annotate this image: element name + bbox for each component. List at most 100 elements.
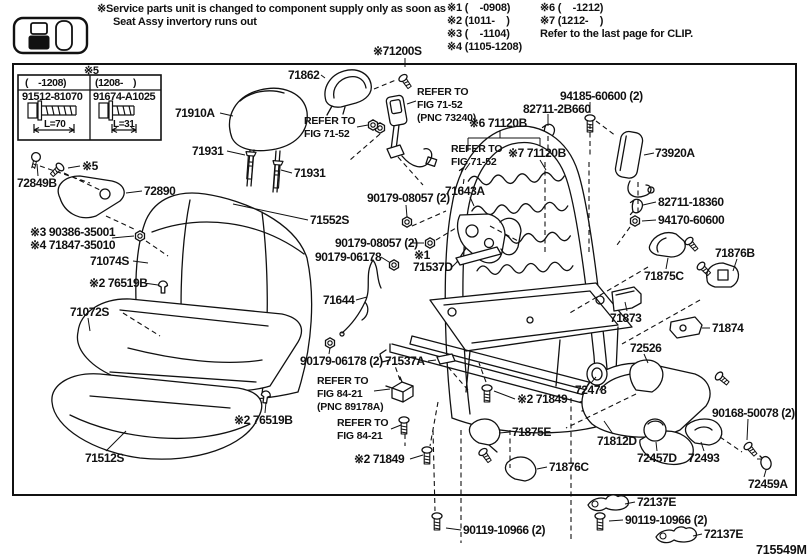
nut-icon	[629, 215, 641, 227]
part-label-71874: 71874	[712, 321, 744, 335]
recliner-cover-71875c-drawing	[648, 231, 686, 258]
part-label-90119-10966-1: 90119-10966 (2)	[625, 513, 708, 527]
harness-connector-89178a-drawing	[385, 376, 414, 403]
bolt-drawing-l31	[98, 100, 137, 134]
part-label-90386-35001: ※3 90386-35001	[30, 225, 116, 239]
belt-buckle-drawing	[385, 94, 438, 168]
bolt-drawing-l70	[27, 100, 77, 134]
part-label-71120b-7: ※7 71120B	[508, 146, 566, 160]
spec-note-2: ※2 (1011- )	[447, 15, 510, 27]
bolt-table-title: ※5	[84, 65, 99, 77]
part-label-71120b-6: ※6 71120B	[469, 116, 527, 130]
part-label-72849b: 72849B	[17, 176, 57, 190]
part-label-71875c: 71875C	[644, 269, 684, 283]
part-label-mark5: ※5	[82, 159, 98, 173]
hinge-cover-71875e-drawing	[468, 418, 501, 453]
headrest-bracket-71862-drawing	[324, 69, 372, 116]
part-label-72526: 72526	[630, 341, 662, 355]
bolt-icon	[431, 512, 443, 531]
part-label-71643a: 71643A	[445, 184, 485, 198]
part-label-71644: 71644	[323, 293, 355, 307]
nut-icon	[401, 216, 413, 228]
refer-note-fig84-21: REFER TO FIG 84-21	[337, 417, 389, 443]
figure-code: 715549M	[756, 543, 807, 557]
flag-bracket-71537a-drawing	[436, 353, 456, 365]
refer-note-fig71-52-belt: REFER TO FIG 71-52	[451, 143, 503, 169]
bolt-table-length-2: L=31	[113, 119, 135, 130]
part-label-71849-2: ※2 71849	[517, 392, 568, 406]
refer-note-fig84-21-pnc: REFER TO FIG 84-21 (PNC 89178A)	[317, 375, 384, 414]
bolt-icon	[594, 512, 606, 531]
seat-position-icon	[12, 16, 89, 55]
part-label-73920a: 73920A	[655, 146, 695, 160]
part-label-90179-06178: 90179-06178	[315, 250, 382, 264]
part-label-71847-35010: ※4 71847-35010	[30, 238, 116, 252]
screw-icon	[683, 235, 701, 254]
nut-icon	[134, 230, 146, 242]
part-label-76519b-1: ※2 76519B	[89, 276, 148, 290]
nut-icon	[388, 259, 400, 271]
part-label-72493: 72493	[688, 451, 720, 465]
nut-icon	[367, 119, 379, 131]
part-label-82711-2b660: 82711-2B660	[523, 102, 591, 116]
part-label-72459a: 72459A	[748, 477, 788, 491]
service-note-line2: Seat Assy invertory runs out	[113, 16, 257, 28]
screw-icon	[742, 440, 760, 459]
part-label-72137e-2: 72137E	[704, 527, 743, 541]
part-label-76519b-2: ※2 76519B	[234, 413, 293, 427]
bolt-table-partno-2: 91674-A1025	[93, 91, 156, 103]
part-label-71512s: 71512S	[85, 451, 124, 465]
part-label-90179-08057-1: 90179-08057 (2)	[367, 191, 450, 205]
part-label-82711-18360: 82711-18360	[658, 195, 724, 209]
part-label-71537a: 71537A	[385, 354, 425, 368]
part-label-71552s: 71552S	[310, 213, 349, 227]
part-label-71873: 71873	[610, 311, 642, 325]
seat-adjuster-frame-drawing	[379, 282, 633, 412]
part-label-mark1: ※1	[414, 248, 430, 262]
nut-icon	[324, 337, 336, 349]
part-label-71849-1: ※2 71849	[354, 452, 405, 466]
back-board-71537d-drawing	[455, 246, 502, 266]
part-label-90168-50078: 90168-50078 (2)	[712, 406, 795, 420]
part-label-71910a: 71910A	[175, 106, 215, 120]
part-label-71931-2: 71931	[294, 166, 326, 180]
spec-note-7: ※7 (1212- )	[540, 15, 604, 27]
bolt-table-partno-1: 91512-81070	[22, 91, 83, 103]
part-label-72137e-1: 72137E	[637, 495, 676, 509]
spec-note-1: ※1 ( -0908)	[447, 2, 511, 14]
bracket-72493-drawing	[684, 418, 723, 446]
clip-note: Refer to the last page for CLIP.	[540, 28, 693, 40]
bolt-table-range-1: ( -1208)	[25, 77, 67, 89]
assembly-dashed-lines	[39, 79, 762, 543]
part-label-72457d: 72457D	[637, 451, 677, 465]
part-label-72478: 72478	[575, 383, 607, 397]
part-label-71072s: 71072S	[70, 305, 109, 319]
spec-note-4: ※4 (1105-1208)	[447, 41, 522, 53]
screw-icon	[397, 72, 414, 91]
lumbar-wire-71644-drawing	[339, 259, 382, 337]
part-label-71875e: 71875E	[512, 425, 551, 439]
airbag-unit-drawing	[614, 130, 655, 198]
armrest-drawing	[57, 175, 125, 219]
clip-icon	[629, 198, 644, 216]
lower-cushion-71512s-drawing	[51, 373, 263, 460]
recliner-cover-71876b-drawing	[706, 262, 740, 288]
refer-note-fig71-52-buckle: REFER TO FIG 71-52 (PNC 73240)	[417, 86, 477, 125]
recliner-cover-71873-drawing	[611, 286, 642, 312]
part-label-90179-08057-2: 90179-08057 (2)	[335, 236, 418, 250]
part-label-71200s: ※71200S	[373, 44, 422, 58]
part-label-71876c: 71876C	[549, 460, 589, 474]
spec-note-3: ※3 ( -1104)	[447, 28, 510, 40]
service-note-line1: ※Service parts unit is changed to compon…	[97, 3, 446, 15]
part-label-71812d: 71812D	[597, 434, 637, 448]
wire-clamp-icon	[587, 494, 630, 512]
grommet-72478-drawing	[585, 362, 608, 389]
headrest-drawing	[228, 87, 308, 193]
part-label-71862: 71862	[288, 68, 320, 82]
part-label-72890: 72890	[144, 184, 176, 198]
refer-note-fig71-52-headrest: REFER TO FIG 71-52	[304, 115, 356, 141]
spec-note-6: ※6 ( -1212)	[540, 2, 604, 14]
part-label-71074s: 71074S	[90, 254, 129, 268]
bolt-table-range-2: (1208- )	[95, 77, 137, 89]
